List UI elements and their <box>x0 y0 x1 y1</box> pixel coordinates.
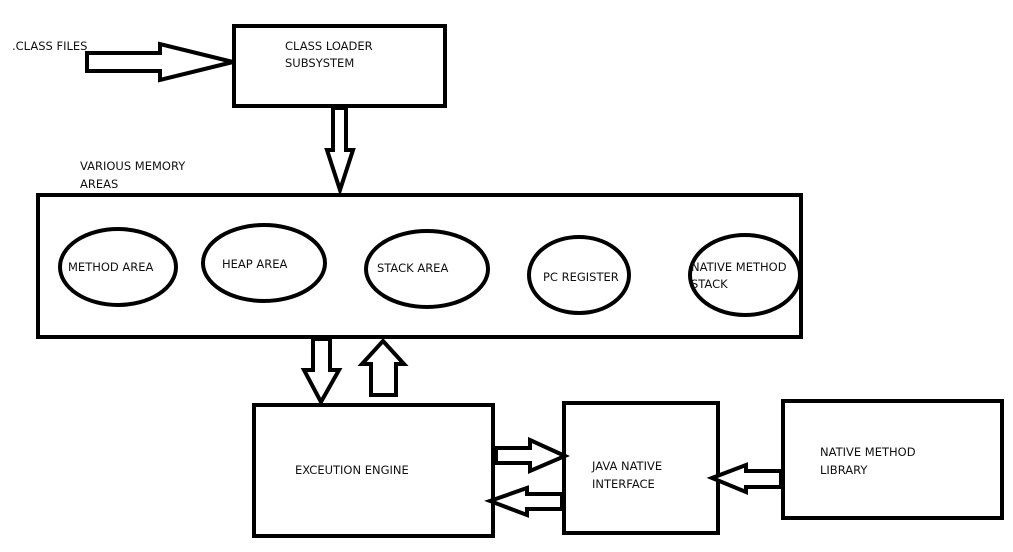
class-loader-label-line2: SUBSYSTEM <box>285 56 354 70</box>
method-area-ellipse <box>58 227 178 307</box>
arrow-library-to-jni <box>706 462 783 495</box>
execution-engine-label: EXCEUTION ENGINE <box>295 463 409 477</box>
native-library-label-line1: NATIVE METHOD <box>820 445 916 459</box>
stack-area-label: STACK AREA <box>377 261 448 275</box>
pc-register-label: PC REGISTER <box>543 270 619 284</box>
stack-area-ellipse <box>364 229 490 309</box>
jni-label-line2: INTERFACE <box>592 477 655 491</box>
arrow-class-files-to-loader <box>85 41 234 83</box>
native-method-stack-ellipse <box>688 233 802 317</box>
execution-engine-box <box>252 403 495 538</box>
native-method-stack-label-line2: STACK <box>691 277 728 291</box>
arrow-engine-to-jni <box>494 436 570 475</box>
heap-area-ellipse <box>201 223 327 303</box>
arrow-jni-to-engine <box>484 485 564 518</box>
arrow-engine-to-memory <box>357 338 409 397</box>
pc-register-ellipse <box>527 235 631 315</box>
class-files-label: .CLASS FILES <box>12 39 87 53</box>
native-method-library-box <box>781 399 1004 520</box>
memory-areas-title-line1: VARIOUS MEMORY <box>80 159 186 173</box>
native-library-label-line2: LIBRARY <box>820 463 868 477</box>
class-loader-box <box>232 24 447 108</box>
jni-label-line1: JAVA NATIVE <box>591 459 662 473</box>
arrow-loader-to-memory <box>324 106 356 197</box>
native-method-stack-label-line1: NATIVE METHOD <box>691 260 787 274</box>
heap-area-label: HEAP AREA <box>222 257 287 271</box>
java-native-interface-box <box>562 401 720 535</box>
arrow-memory-to-engine <box>300 337 343 407</box>
method-area-label: METHOD AREA <box>68 260 154 274</box>
class-loader-label-line1: CLASS LOADER <box>285 39 373 53</box>
memory-areas-title-line2: AREAS <box>80 177 118 191</box>
